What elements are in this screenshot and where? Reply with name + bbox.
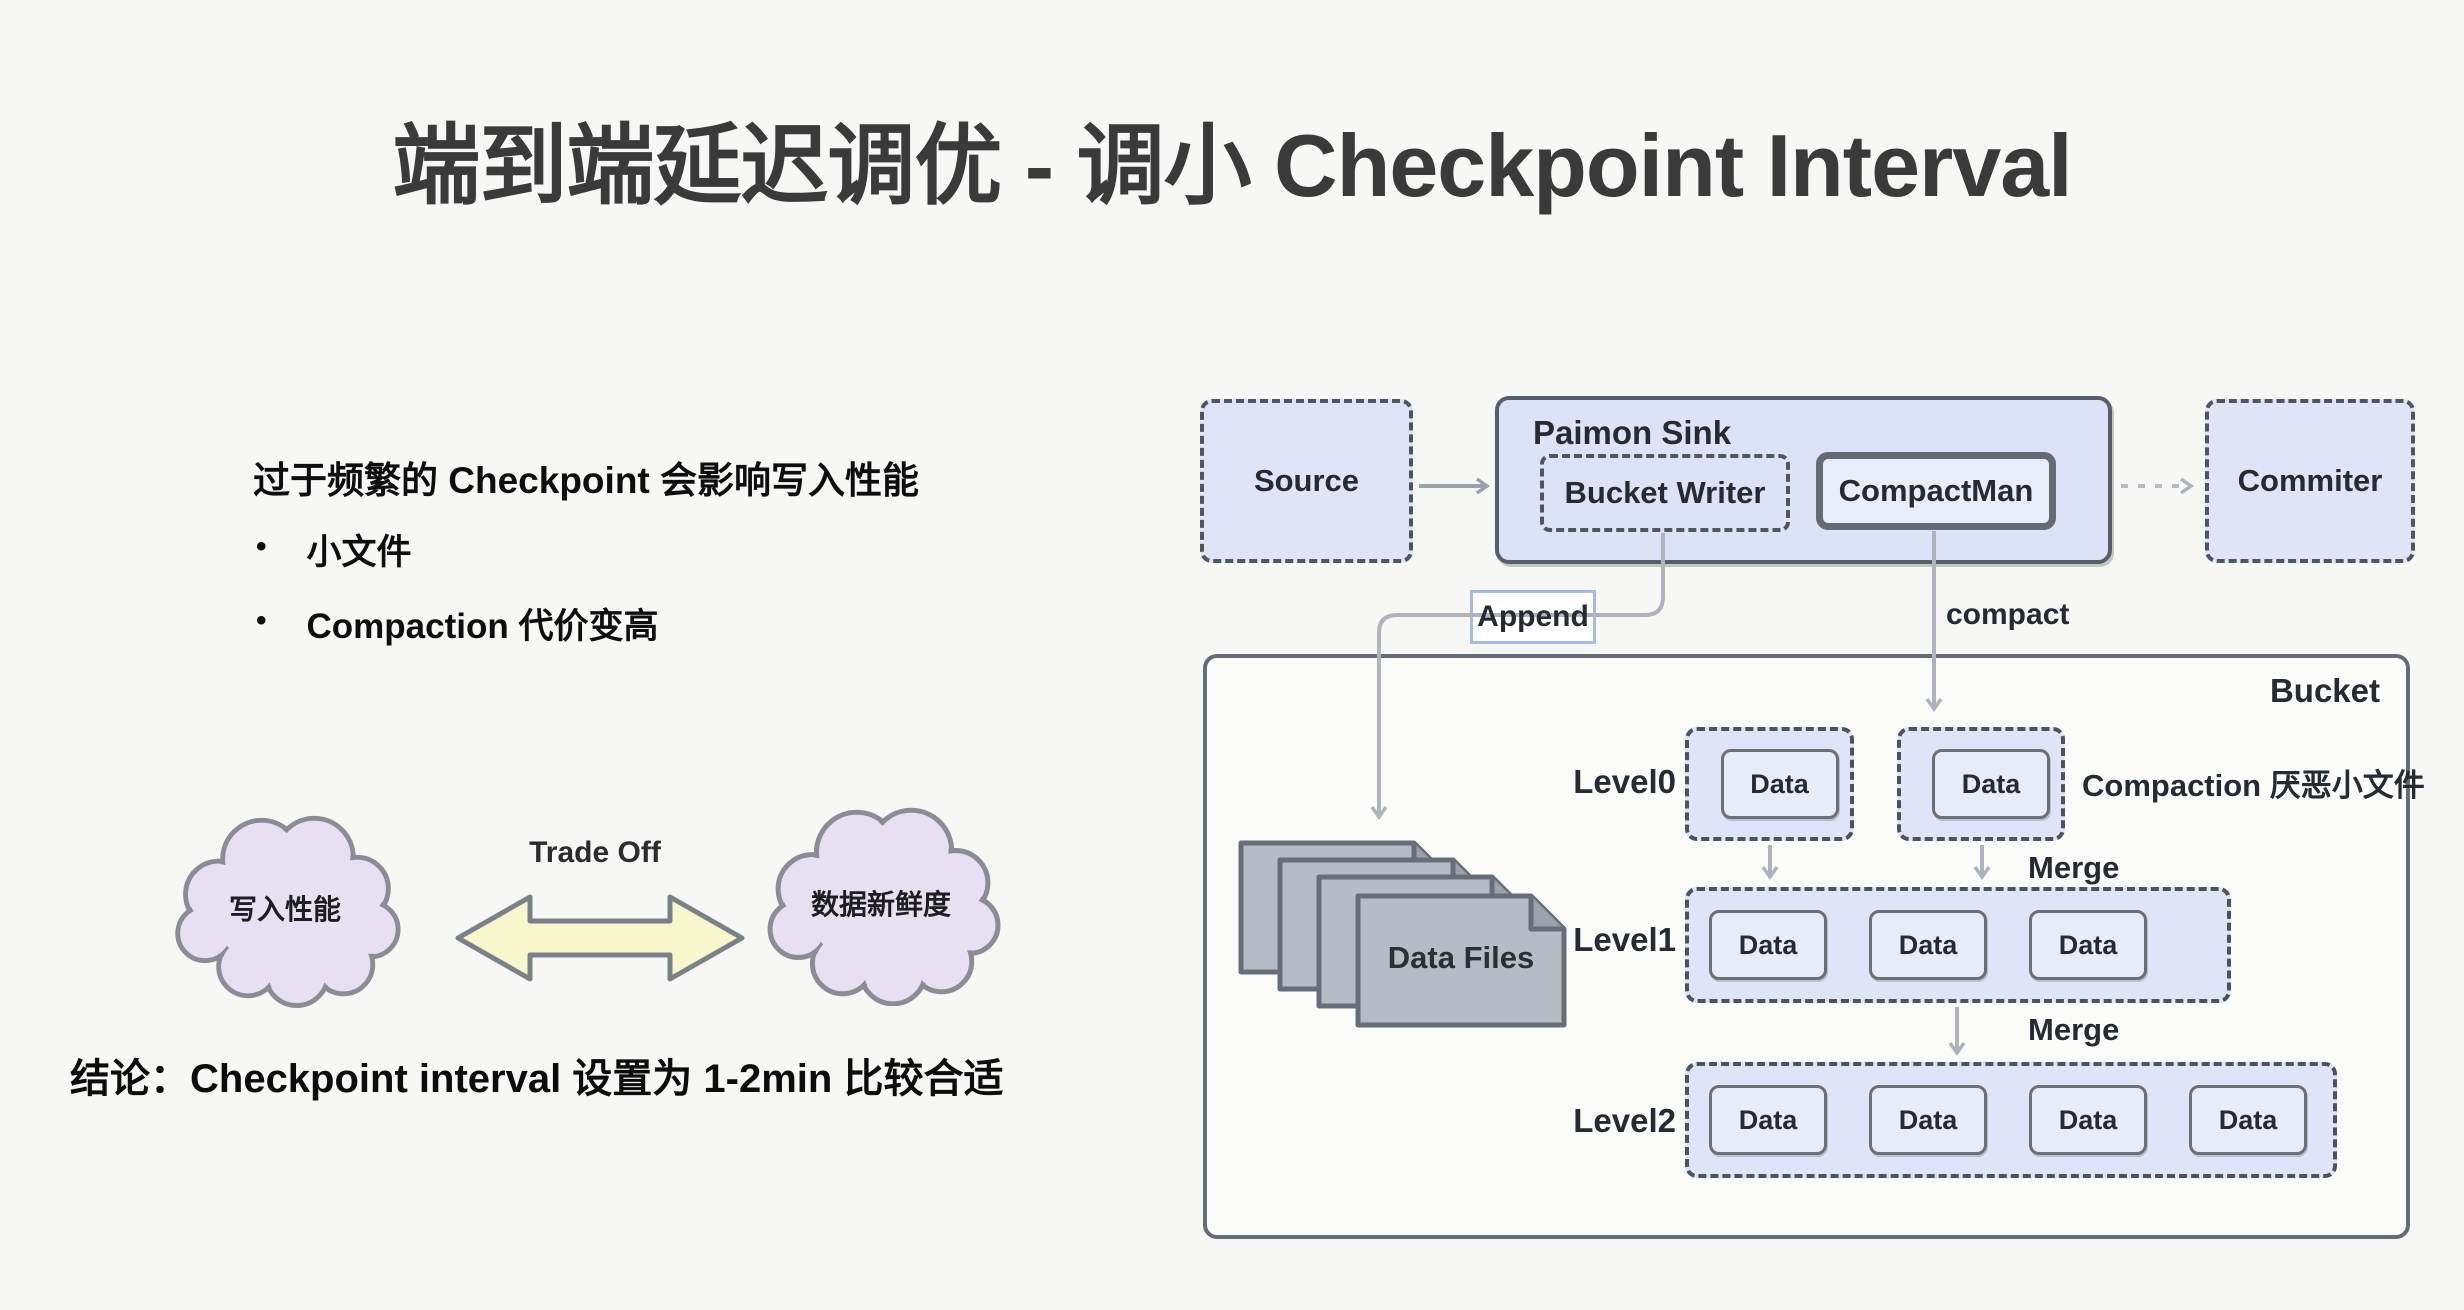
bucket-writer-node: Bucket Writer (1540, 454, 1790, 532)
data-file-box: Data (1869, 910, 1987, 980)
left-heading: 过于频繁的 Checkpoint 会影响写入性能 (253, 460, 920, 501)
source-label: Source (1253, 463, 1360, 498)
data-file-box: Data (1709, 910, 1827, 980)
bullet-item-compaction-cost: • Compaction 代价变高 (256, 598, 658, 649)
level2-label: Level2 (1573, 1102, 1676, 1139)
merge-label-1: Merge (2028, 850, 2120, 885)
data-file-box: Data (1720, 749, 1839, 819)
compaction-note: Compaction 厌恶小文件 (2082, 768, 2425, 803)
tradeoff-label: Trade Off (529, 836, 661, 869)
bucket-writer-label: Bucket Writer (1564, 475, 1766, 510)
source-node: Source (1200, 399, 1413, 563)
commiter-node: Commiter (2205, 399, 2415, 563)
level1-label: Level1 (1573, 921, 1676, 958)
data-freshness-cloud: 数据新鲜度 (760, 800, 1002, 1006)
write-performance-cloud: 写入性能 (168, 808, 402, 1008)
cloud-label: 数据新鲜度 (810, 889, 951, 920)
bullet-item-small-files: • 小文件 (256, 524, 412, 575)
tradeoff-double-arrow-icon (455, 894, 745, 982)
data-file-box: Data (2029, 1085, 2147, 1155)
bullet-text: Compaction 代价变高 (306, 607, 659, 646)
level0-group-a: Data (1685, 727, 1854, 841)
cloud-icon (767, 807, 1001, 1006)
data-files-icon (1355, 893, 1567, 1028)
merge-label-2: Merge (2028, 1012, 2120, 1047)
conclusion-text: 结论：Checkpoint interval 设置为 1-2min 比较合适 (70, 1057, 1004, 1101)
data-file-box: Data (1932, 749, 2050, 819)
data-file-box: Data (1869, 1085, 1987, 1155)
commiter-label: Commiter (2237, 463, 2383, 498)
level0-label: Level0 (1573, 763, 1676, 800)
bullet-text: 小文件 (306, 533, 412, 572)
compactman-node: CompactMan (1816, 452, 2056, 530)
append-edge-label: Append (1470, 590, 1596, 644)
paimon-sink-label: Paimon Sink (1533, 414, 1732, 451)
cloud-label: 写入性能 (228, 894, 341, 925)
data-file-box: Data (2189, 1085, 2307, 1155)
cloud-icon (175, 815, 401, 1008)
page-title: 端到端延迟调优 - 调小 Checkpoint Interval (392, 115, 2072, 215)
data-files-label: Data Files (1387, 940, 1535, 975)
bullet-icon: • (256, 530, 267, 563)
compact-edge-label: compact (1946, 598, 2070, 631)
bucket-label: Bucket (2269, 672, 2380, 709)
level2-group: Data Data Data Data (1685, 1062, 2337, 1178)
level1-group: Data Data Data (1685, 887, 2231, 1003)
bullet-icon: • (256, 604, 267, 637)
data-file-box: Data (1709, 1085, 1827, 1155)
compactman-label: CompactMan (1838, 473, 2034, 508)
level0-group-b: Data (1897, 727, 2065, 841)
append-text: Append (1477, 600, 1589, 633)
data-file-box: Data (2029, 910, 2147, 980)
